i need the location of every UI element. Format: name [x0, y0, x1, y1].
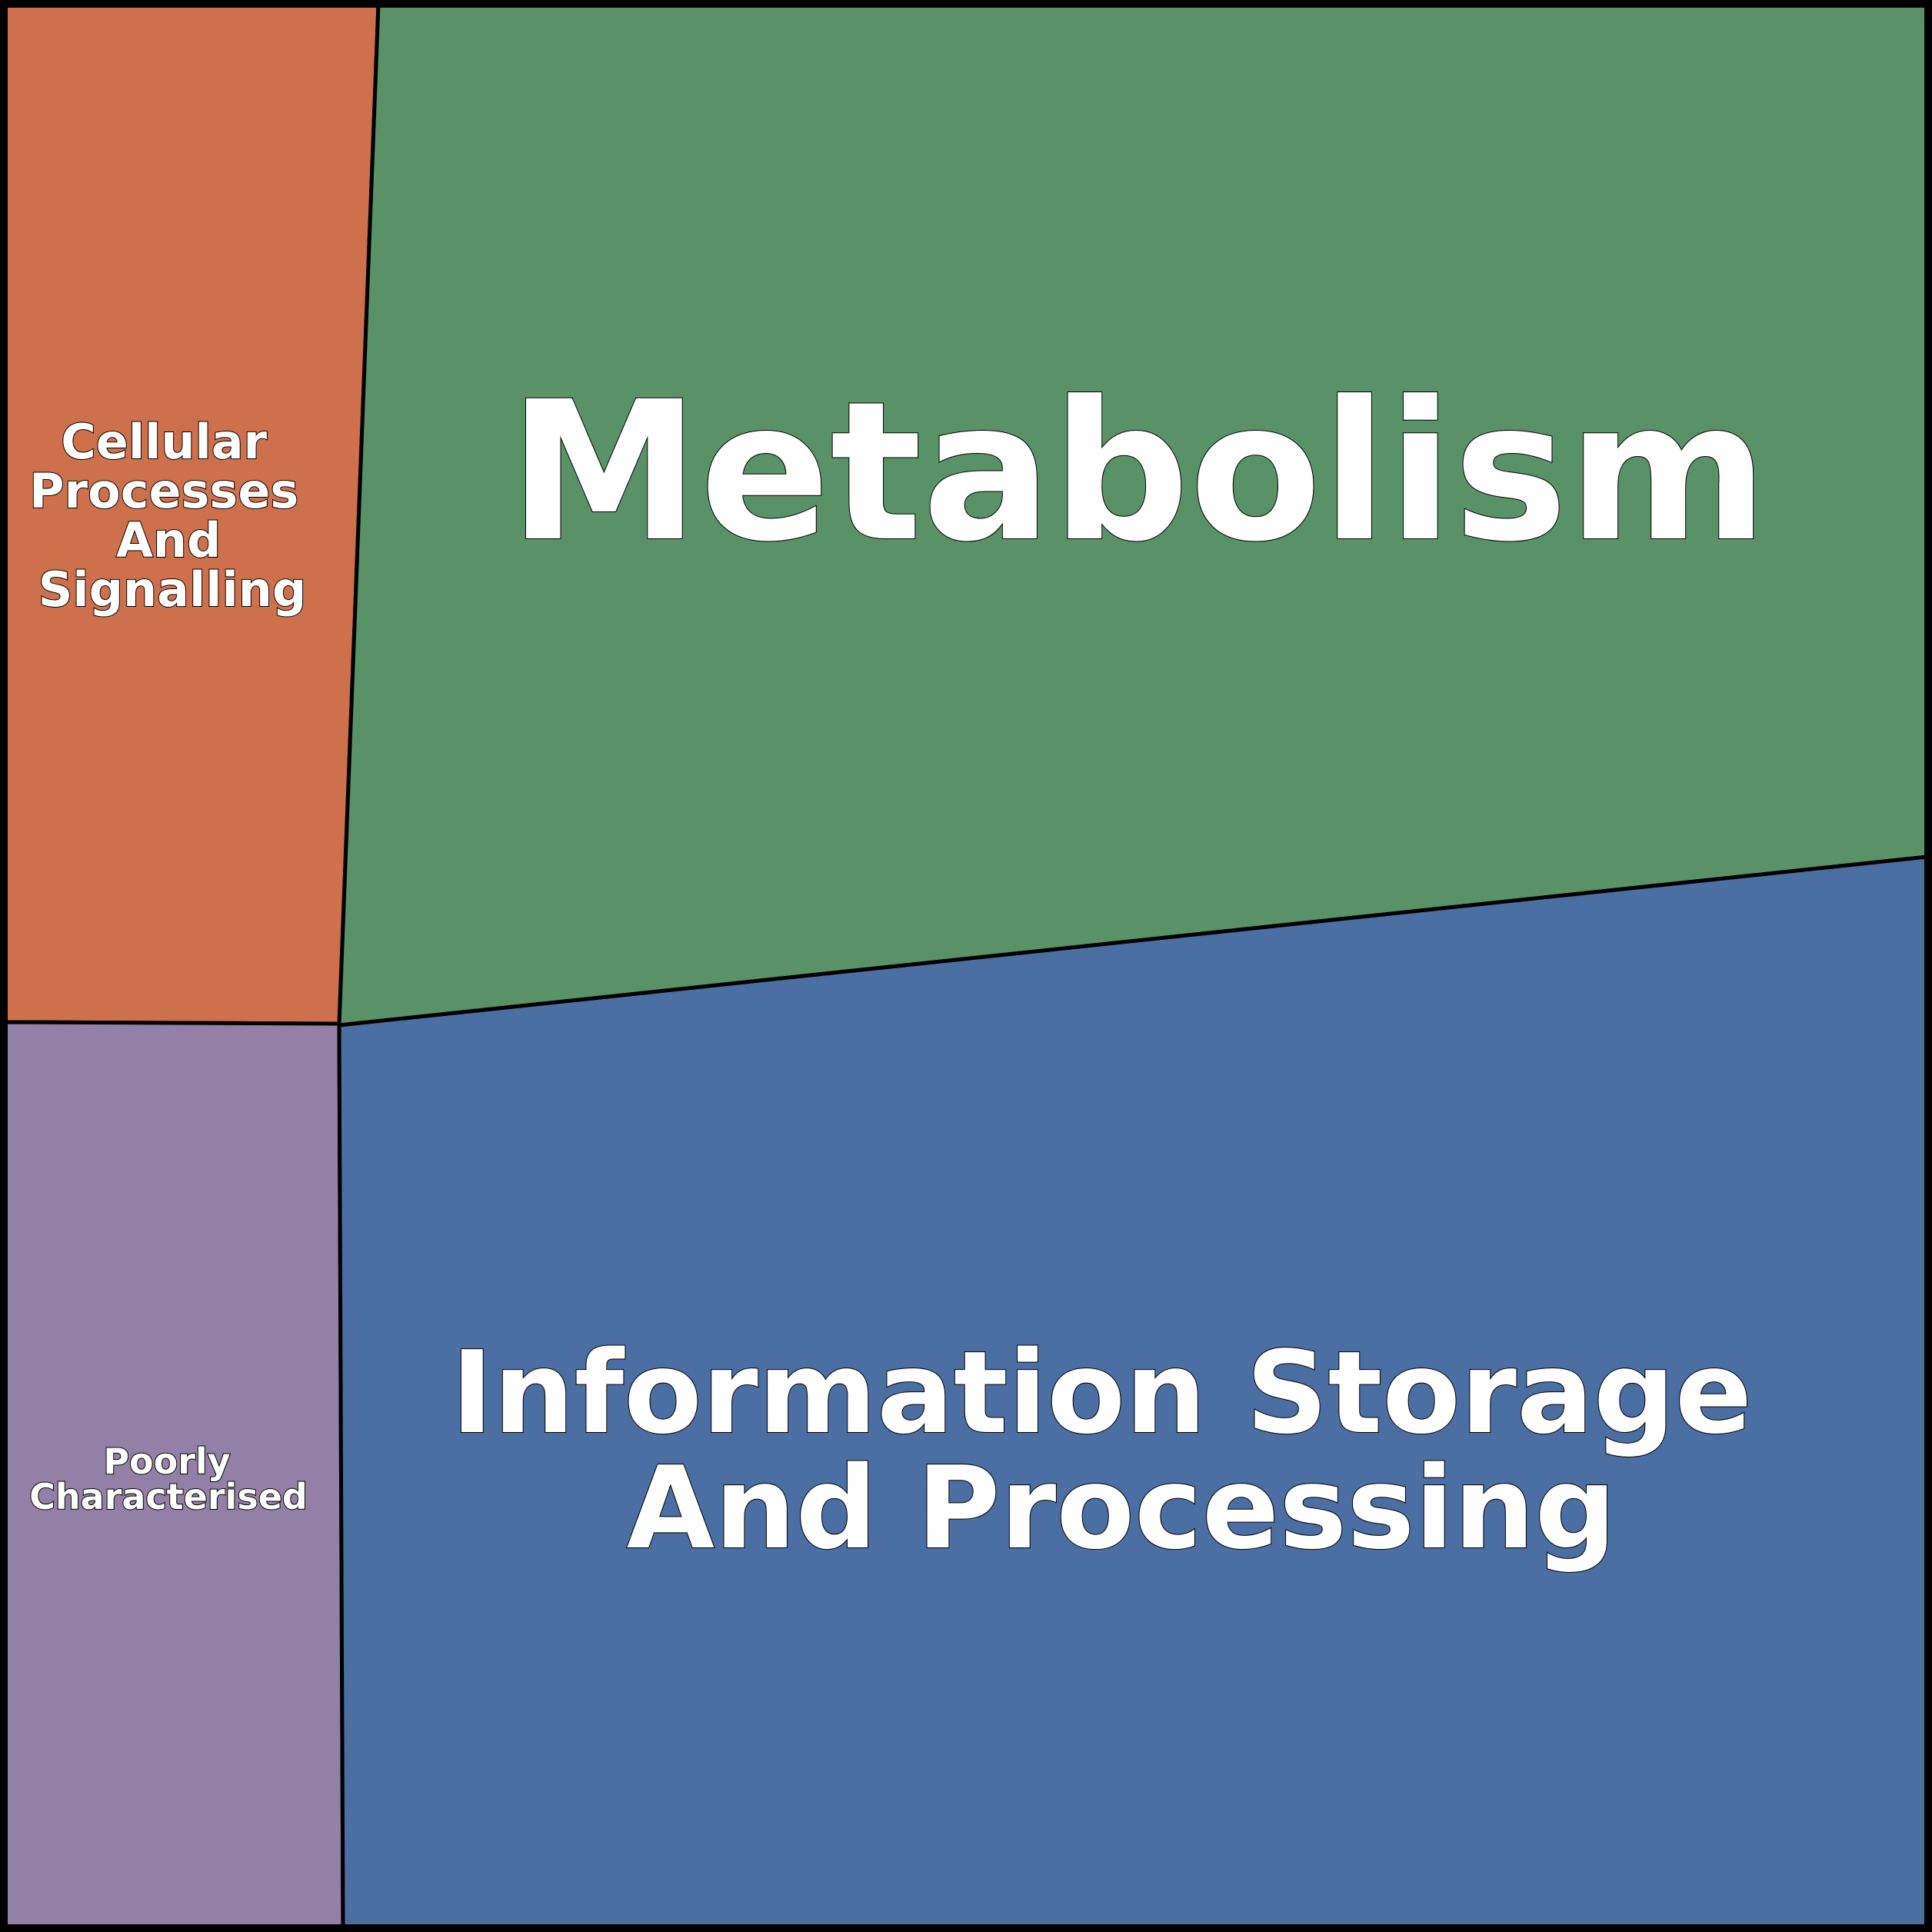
label-metabolism: Metabolism: [508, 360, 1768, 584]
label-line: Signalling: [38, 561, 307, 618]
label-line: Cellular: [61, 414, 267, 470]
label-poorly-characterised: Poorly Characterised: [29, 1441, 308, 1517]
label-line: Metabolism: [508, 360, 1768, 584]
label-line: Characterised: [29, 1476, 308, 1517]
label-line: Information Storage: [451, 1327, 1752, 1459]
label-cellular-processes: Cellular Processes And Signalling: [29, 414, 315, 618]
label-line: Processes: [29, 463, 298, 519]
label-line: Poorly: [103, 1441, 230, 1482]
label-line: And Processing: [627, 1442, 1617, 1574]
label-line: And: [116, 512, 222, 568]
label-information-storage: Information Storage And Processing: [451, 1327, 1791, 1574]
